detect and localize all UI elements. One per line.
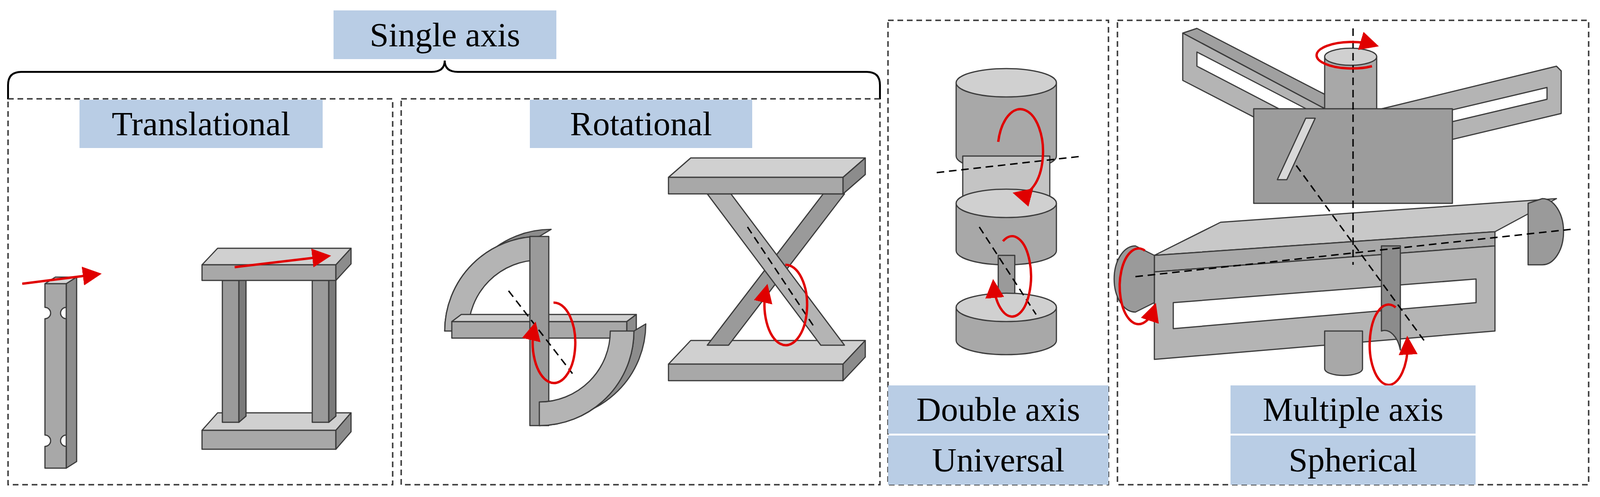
x-flexure — [707, 193, 845, 346]
motion-arrow — [998, 109, 1044, 195]
cross-axis-flexure — [444, 229, 646, 426]
parallel-flexure — [202, 248, 352, 450]
rotation-axis — [1352, 28, 1354, 265]
spherical-joint — [1173, 279, 1477, 329]
rotation-axis — [1296, 165, 1425, 341]
motion-arrow — [764, 264, 808, 346]
motion-arrow — [22, 42, 1408, 386]
parallel-flexure — [312, 280, 329, 423]
category-label: Single axis — [333, 10, 557, 60]
x-flexure — [668, 158, 866, 381]
x-flexure — [668, 364, 844, 381]
notch-flexure — [44, 277, 77, 469]
universal-joint — [956, 293, 1057, 322]
motion-arrow — [22, 274, 97, 284]
cross-axis-flexure — [539, 324, 646, 426]
spherical-joint — [1277, 118, 1316, 180]
universal-joint — [956, 68, 1057, 355]
x-flexure — [707, 193, 845, 346]
motion-arrow — [1316, 42, 1375, 69]
label-text: Rotational — [570, 106, 713, 141]
parallel-flexure — [335, 413, 352, 450]
group-brace — [8, 60, 880, 100]
parallel-flexure — [202, 264, 336, 281]
spherical-joint — [1381, 246, 1401, 351]
label-text: Universal — [931, 443, 1065, 478]
spherical-joint — [1324, 331, 1363, 376]
x-flexure — [843, 340, 866, 381]
x-flexure — [668, 177, 844, 194]
dashed-panel — [1117, 20, 1589, 485]
spherical-joint — [1114, 28, 1564, 376]
dashed-panel — [8, 98, 393, 485]
x-flexure — [668, 158, 866, 178]
category-label: Universal — [887, 435, 1109, 485]
motion-arrow — [1369, 304, 1408, 386]
parallel-flexure — [222, 280, 239, 423]
category-label: Spherical — [1230, 435, 1476, 485]
category-label: Multiple axis — [1230, 385, 1476, 434]
label-text: Spherical — [1288, 443, 1418, 478]
rotation-axis — [1135, 229, 1571, 277]
cross-axis-flexure — [539, 331, 634, 426]
motion-arrow — [1119, 248, 1155, 325]
category-label: Rotational — [529, 99, 753, 149]
motion-arrow — [532, 302, 576, 384]
parallel-flexure — [202, 430, 336, 450]
universal-joint — [956, 189, 1057, 218]
spherical-joint — [1324, 48, 1377, 66]
motion-arrow — [993, 236, 1031, 317]
rotation-axis — [508, 290, 573, 374]
x-flexure — [843, 158, 866, 194]
motion-arrow — [234, 256, 327, 268]
notch-flexure — [66, 277, 77, 469]
parallel-flexure — [238, 273, 247, 423]
dashed-panel — [887, 20, 1109, 485]
rotation-axis — [936, 156, 1084, 173]
joint-illustrations — [44, 28, 1564, 469]
label-text: Multiple axis — [1262, 392, 1444, 427]
dashed-panel — [401, 98, 880, 485]
category-label: Double axis — [887, 385, 1109, 434]
universal-joint — [956, 68, 1057, 97]
category-label: Translational — [79, 99, 323, 149]
label-text: Double axis — [916, 392, 1081, 427]
rotation-axis — [747, 227, 814, 327]
rotation-axis — [508, 28, 1571, 374]
parallel-flexure — [335, 248, 352, 281]
label-text: Translational — [111, 106, 291, 141]
label-text: Single axis — [369, 17, 521, 53]
parallel-flexure — [328, 273, 336, 423]
notch-flexure — [44, 283, 67, 469]
dashed-panel — [8, 20, 1589, 485]
